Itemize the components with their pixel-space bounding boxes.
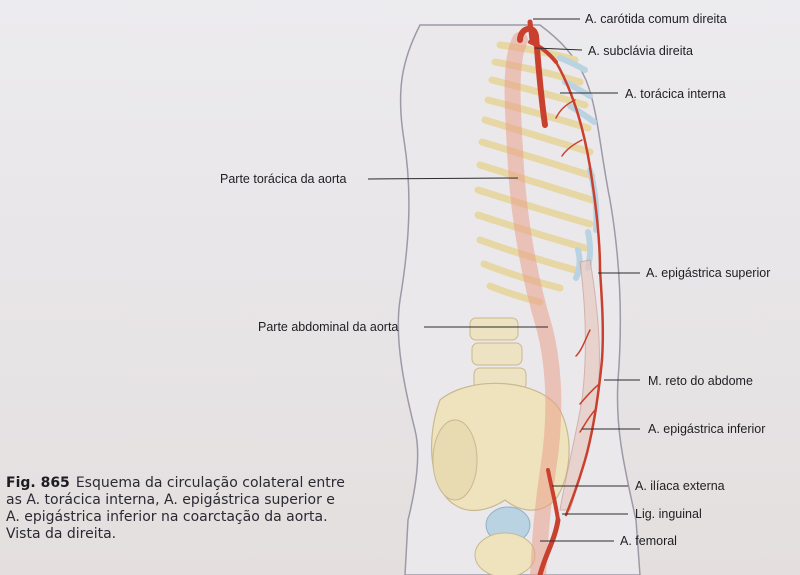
leader-lines — [367, 18, 640, 542]
label-lig-inguinal: Lig. inguinal — [635, 507, 702, 521]
lumbar-vertebrae — [469, 317, 527, 391]
superior-epigastric-artery — [598, 268, 605, 362]
aorta-arch — [517, 25, 548, 128]
label-reto-abdome: M. reto do abdome — [648, 374, 753, 388]
aorta — [504, 32, 562, 575]
femur — [474, 532, 536, 575]
rectus-abdominis — [559, 259, 600, 511]
label-aorta-abdominal: Parte abdominal da aorta — [258, 320, 399, 334]
label-aorta-toracica: Parte torácica da aorta — [220, 172, 347, 186]
inferior-epigastric-artery — [564, 358, 604, 517]
label-toracica-interna: A. torácica interna — [625, 87, 726, 101]
label-epigastrica-superior: A. epigástrica superior — [646, 266, 771, 280]
label-carotida: A. carótida comum direita — [585, 12, 727, 26]
sacrum — [432, 419, 478, 501]
label-subclavia: A. subclávia direita — [588, 44, 693, 58]
label-femoral: A. femoral — [620, 534, 677, 548]
internal-thoracic-artery — [554, 60, 602, 272]
label-epigastrica-inferior: A. epigástrica inferior — [648, 422, 766, 436]
carotid-artery — [527, 19, 535, 43]
arteries — [527, 19, 605, 575]
figure-caption-text: Esquema da circulação colateral entre as… — [6, 475, 345, 542]
figure-number: Fig. 865 — [6, 475, 70, 491]
label-iliaca-externa: A. ilíaca externa — [635, 479, 725, 493]
external-iliac-artery — [546, 468, 560, 522]
subclavian-artery — [528, 40, 558, 64]
femoral-artery — [537, 517, 561, 575]
